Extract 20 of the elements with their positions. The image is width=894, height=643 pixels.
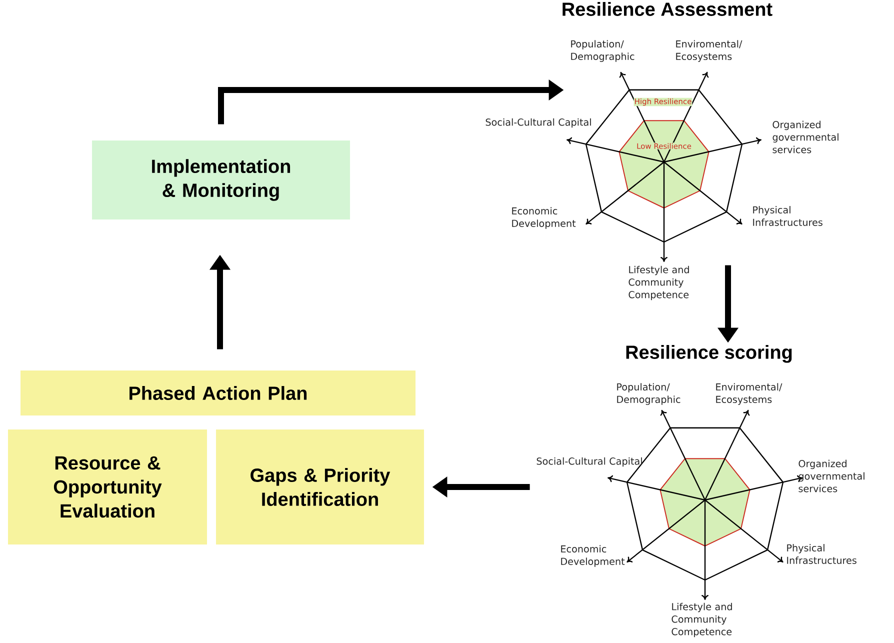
axis-label: Organized governmental services xyxy=(772,120,838,154)
axis-label: Population/ Demographic xyxy=(571,40,634,62)
axis-label: Economic Development xyxy=(512,207,576,229)
axis-label: Physical Infrastructures xyxy=(787,544,856,564)
axis-label: Economic Development xyxy=(561,545,625,567)
axis-label: Social-Cultural Capital xyxy=(486,118,591,128)
process-box: Resource & Opportunity Evaluation xyxy=(8,430,207,544)
chart-heading: Resilience scoring xyxy=(626,345,792,363)
axis-label: Organized governmental services xyxy=(798,460,864,492)
axis-label: Lifestyle and Community Competence xyxy=(672,602,732,638)
chart-heading: Resilience Assessment xyxy=(562,2,772,16)
axis-label: Lifestyle and Community Competence xyxy=(628,266,689,300)
axis-label: Population/ Demographic xyxy=(617,383,680,405)
axis-label: Physical Infrastructures xyxy=(753,206,822,226)
axis-label: Enviromental/ Ecosystems xyxy=(676,40,742,62)
process-box: Phased Action Plan xyxy=(20,370,416,416)
axis-label: Enviromental/ Ecosystems xyxy=(716,383,782,405)
axis-label: Social-Cultural Capital xyxy=(536,457,642,467)
process-box: Gaps & Priority Identification xyxy=(216,430,424,544)
process-box: Implementation & Monitoring xyxy=(92,140,350,220)
